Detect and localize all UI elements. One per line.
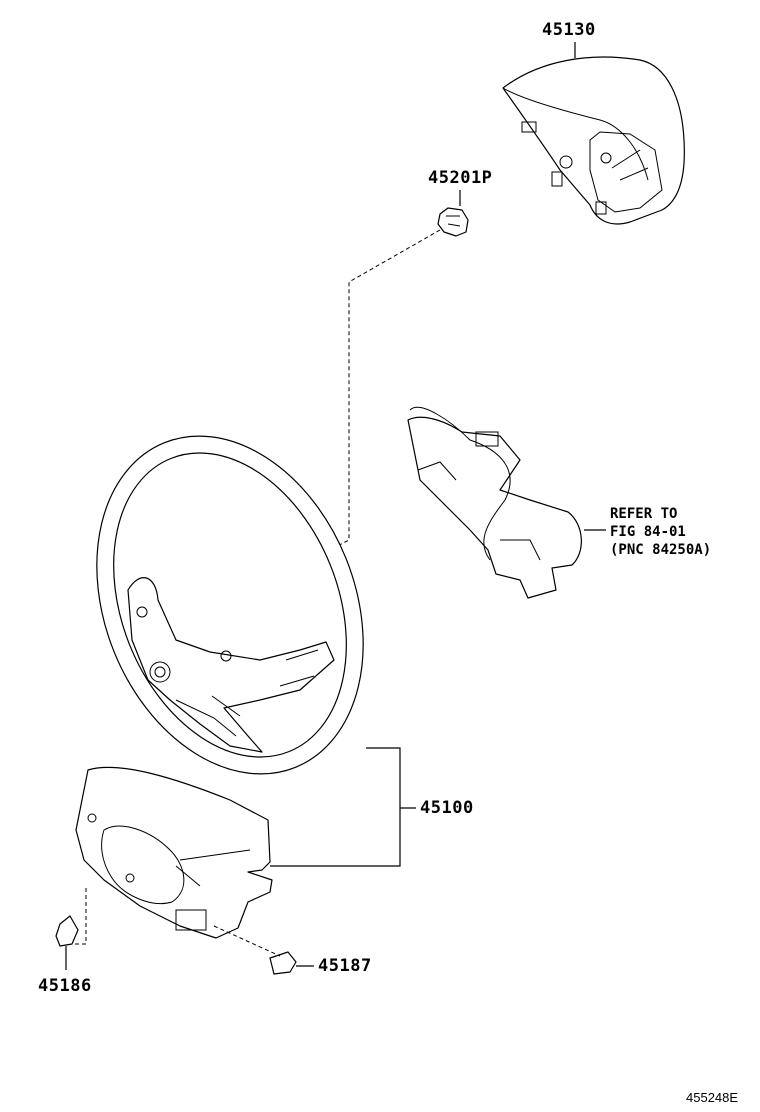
horn-pad-45130[interactable] <box>502 56 685 225</box>
dashed-line-45186 <box>74 888 87 945</box>
part-label-45130[interactable]: 45130 <box>542 20 596 40</box>
cap-45187[interactable] <box>269 951 297 975</box>
reference-note[interactable]: REFER TO FIG 84-01 (PNC 84250A) <box>610 505 711 559</box>
bracket-45100 <box>270 747 416 867</box>
reference-line-1: REFER TO <box>610 506 678 522</box>
dashed-line-nut <box>315 229 441 558</box>
figure-code: 455248E <box>686 1090 739 1105</box>
part-label-45186[interactable]: 45186 <box>38 976 92 996</box>
part-label-45201p[interactable]: 45201P <box>428 168 493 188</box>
lower-cover-45100[interactable] <box>75 766 273 939</box>
steering-wheel[interactable] <box>49 396 412 814</box>
part-label-45100[interactable]: 45100 <box>420 798 474 818</box>
clip-45186[interactable] <box>55 915 79 947</box>
dashed-line-45187 <box>213 925 281 957</box>
reference-line-3: (PNC 84250A) <box>610 542 712 558</box>
nut-45201p[interactable] <box>437 207 469 237</box>
reference-line-2: FIG 84-01 <box>610 524 686 540</box>
part-label-45187[interactable]: 45187 <box>318 956 372 976</box>
switch-assembly-ref[interactable] <box>407 406 582 599</box>
